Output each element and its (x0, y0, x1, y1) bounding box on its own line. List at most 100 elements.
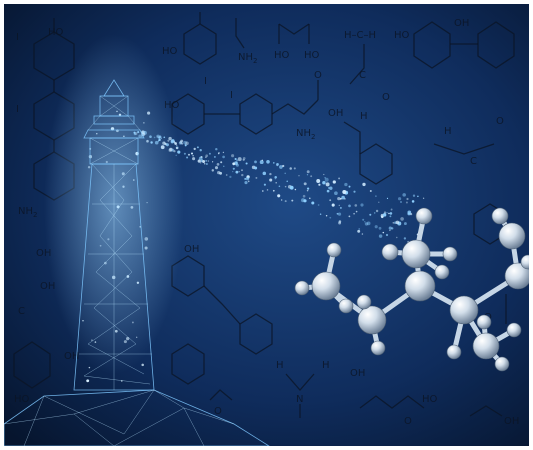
beam-particle (289, 185, 294, 190)
label-h-3: H (322, 360, 330, 371)
beam-particle (317, 204, 320, 206)
molecule-atom (472, 332, 500, 360)
molecule-atom (401, 239, 431, 269)
beam-particle (202, 160, 206, 163)
lighthouse (4, 34, 270, 446)
beam-particle (193, 147, 196, 151)
beam-particle (183, 152, 186, 155)
beam-particle (232, 170, 234, 173)
molecule-atom (356, 294, 372, 310)
beam-particle (353, 212, 355, 215)
beam-particle (190, 152, 194, 155)
beam-particle (329, 186, 333, 190)
beam-particle (269, 172, 272, 176)
label-i-2: I (16, 104, 19, 115)
beam-particle (241, 169, 243, 172)
beam-particle (318, 183, 321, 186)
label-ho-7: HO (164, 100, 180, 111)
beam-particle (259, 160, 264, 165)
beam-particle (225, 174, 228, 176)
beam-particle (412, 194, 416, 197)
beam-particle (266, 189, 269, 191)
sparkle (88, 366, 91, 369)
beam-particle (254, 160, 257, 164)
beam-particle (386, 197, 389, 199)
beam-particle (373, 212, 376, 214)
beam-particle (198, 156, 203, 161)
label-h-2: H (276, 360, 284, 371)
label-nh-1: H (360, 111, 368, 122)
beam-particle (362, 182, 366, 187)
beam-particle (294, 188, 297, 191)
lighthouse-molecule-scene: HO I I NH2 OH OH C HO OH HO NH2 HO HO H–… (4, 4, 529, 446)
beam-particle (402, 193, 406, 197)
label-oh-7: OH (350, 368, 365, 379)
beam-particle (235, 163, 239, 167)
beam-particle (232, 167, 235, 170)
beam-particle (339, 206, 342, 209)
beam-particle (366, 221, 371, 226)
beam-particle (417, 195, 419, 198)
beam-particle (331, 203, 335, 207)
label-oh-6: OH (184, 244, 199, 255)
beam-particle (302, 194, 306, 198)
beam-particle (303, 182, 307, 186)
beam-particle (282, 164, 285, 168)
molecule-atom (494, 356, 510, 372)
beam-particle (263, 183, 266, 186)
beam-particle (389, 229, 391, 232)
beam-particle (398, 197, 402, 201)
beam-particle (319, 213, 322, 215)
beam-particle (220, 161, 223, 164)
beam-particle (383, 211, 387, 214)
label-hch: H–C–H (344, 30, 376, 41)
beam-particle (261, 190, 264, 192)
beam-particle (178, 141, 183, 145)
beam-particle (203, 162, 206, 165)
beam-particle (392, 222, 395, 224)
beam-particle (378, 226, 382, 230)
beam-particle (205, 154, 209, 158)
beam-particle (329, 199, 332, 202)
beam-particle (360, 203, 364, 207)
beam-particle (274, 176, 277, 179)
molecule-atom (434, 264, 450, 280)
beam-particle (184, 144, 187, 147)
beam-particle (369, 213, 372, 216)
beam-particle (242, 158, 245, 161)
beam-particle (343, 197, 346, 200)
beam-particle (309, 197, 311, 199)
label-ho-4: HO (274, 50, 290, 61)
beam-particle (348, 204, 351, 208)
beam-particle (196, 146, 199, 149)
beam-particle (403, 222, 407, 226)
beam-particle (289, 167, 292, 170)
beam-particle (279, 165, 283, 169)
beam-particle (354, 204, 358, 207)
beam-particle (329, 216, 332, 219)
beam-particle (338, 204, 340, 207)
beam-particle (212, 161, 214, 163)
label-o-4: O (214, 406, 222, 417)
molecule-atom (326, 242, 342, 258)
beam-particle (266, 160, 270, 164)
beam-particle (357, 229, 361, 233)
beam-particle (338, 177, 341, 180)
beam-particle (323, 173, 325, 176)
label-o-5: O (404, 416, 412, 427)
molecule-atom (506, 322, 522, 338)
beam-particle (341, 195, 345, 200)
beam-particle (306, 174, 309, 176)
beam-particle (269, 178, 273, 182)
beam-particle (238, 170, 240, 173)
molecule-atom (520, 254, 529, 270)
beam-particle (411, 200, 415, 203)
beam-particle (386, 212, 388, 214)
beam-particle (223, 165, 225, 167)
sparkle (141, 363, 144, 367)
beam-particle (291, 199, 294, 202)
beam-particle (236, 159, 239, 162)
beam-particle (334, 191, 338, 196)
beam-particle (388, 226, 392, 230)
beam-particle (407, 212, 411, 216)
